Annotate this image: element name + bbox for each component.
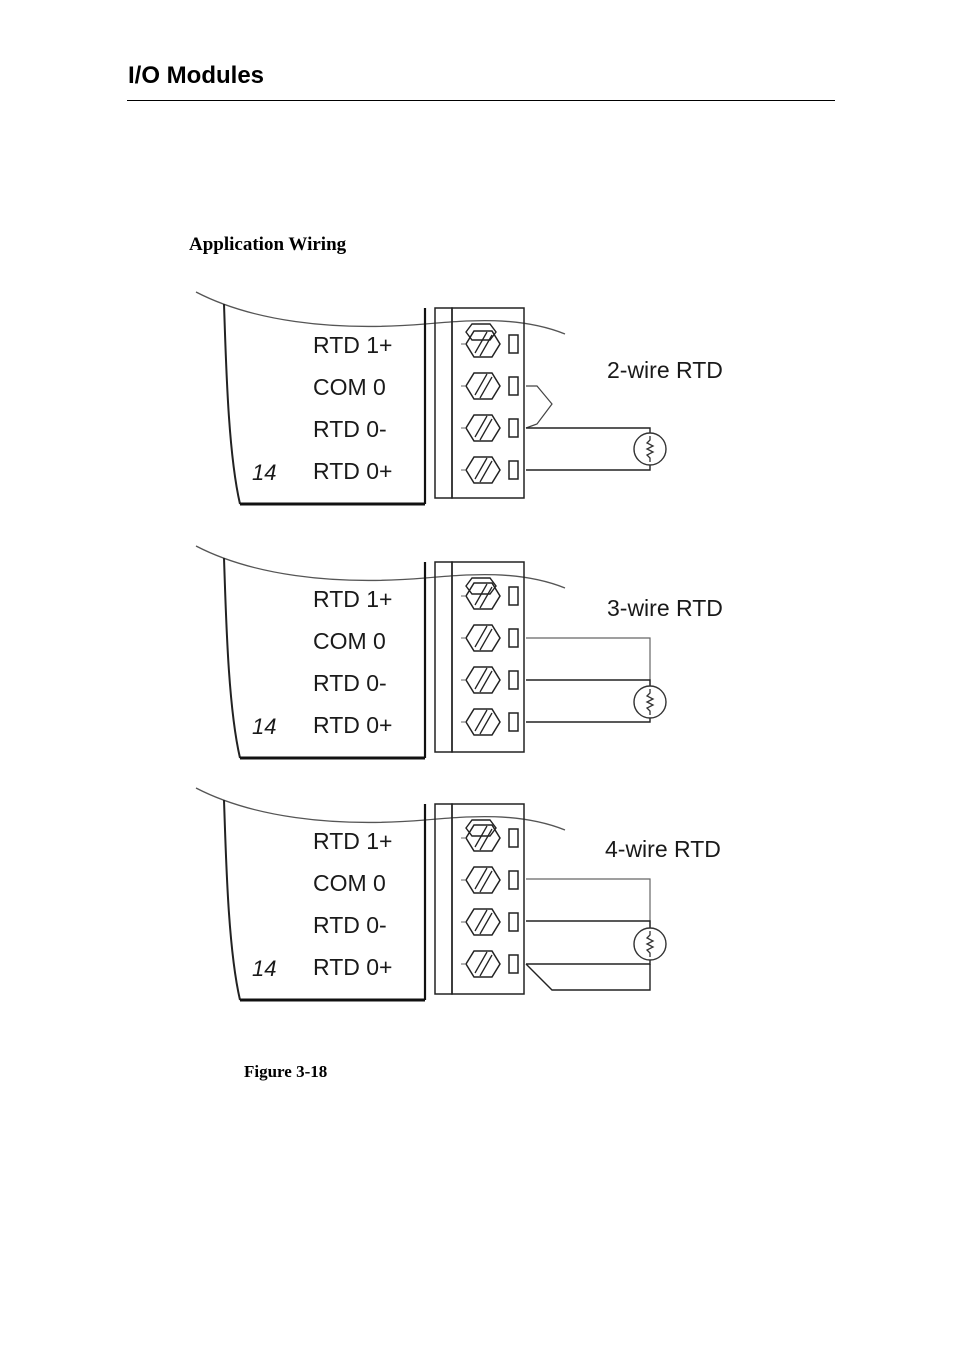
- rtd-resistor-icon: [633, 685, 667, 719]
- wiring-type-label: 2-wire RTD: [607, 357, 723, 383]
- module-number: 14: [252, 714, 276, 739]
- terminal-label: RTD 0-: [313, 670, 387, 696]
- header-rule: [127, 100, 835, 101]
- diagram-2-wire: RTD 1+ COM 0 RTD 0- RTD 0+ 14 2-wire RTD: [194, 290, 723, 506]
- module-number: 14: [252, 956, 276, 981]
- figure-caption: Figure 3-18: [244, 1062, 328, 1081]
- terminal-label: RTD 0+: [313, 712, 392, 738]
- terminal-label: RTD 0+: [313, 954, 392, 980]
- wiring-type-label: 3-wire RTD: [607, 595, 723, 621]
- diagram-4-wire: RTD 1+ COM 0 RTD 0- RTD 0+ 14 4-wire RTD: [194, 786, 721, 1002]
- wiring-type-label: 4-wire RTD: [605, 836, 721, 862]
- section-heading: Application Wiring: [189, 234, 347, 255]
- terminal-label: RTD 1+: [313, 586, 392, 612]
- page-header-title: I/O Modules: [128, 62, 265, 89]
- rtd-resistor-icon: [633, 432, 667, 466]
- terminal-label: RTD 0+: [313, 458, 392, 484]
- terminal-label: RTD 1+: [313, 332, 392, 358]
- module-number: 14: [252, 460, 276, 485]
- terminal-label: COM 0: [313, 374, 386, 400]
- diagram-3-wire: RTD 1+ COM 0 RTD 0- RTD 0+ 14 3-wire RTD: [194, 544, 723, 760]
- terminal-label: RTD 1+: [313, 828, 392, 854]
- terminal-label: RTD 0-: [313, 416, 387, 442]
- terminal-label: COM 0: [313, 628, 386, 654]
- terminal-label: RTD 0-: [313, 912, 387, 938]
- rtd-resistor-icon: [633, 927, 667, 961]
- terminal-label: COM 0: [313, 870, 386, 896]
